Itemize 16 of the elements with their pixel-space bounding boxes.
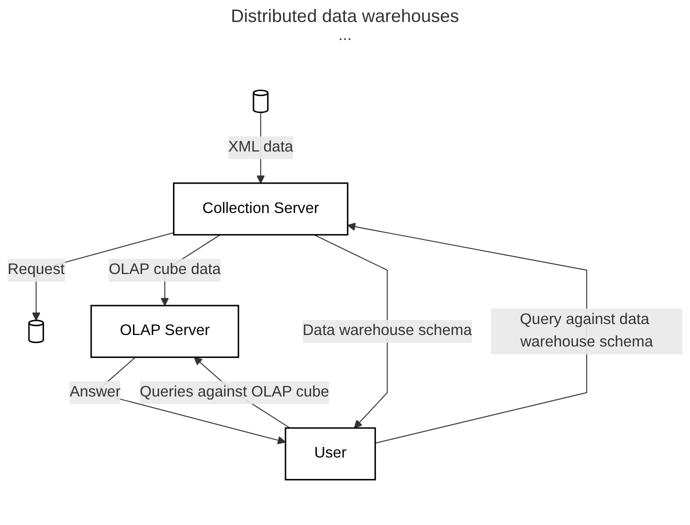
- node-cylinder: [252, 90, 269, 114]
- edge-label: XML data: [228, 139, 294, 156]
- edge-label: OLAP cube data: [108, 262, 221, 278]
- edge-label: Queries against OLAP cube: [140, 384, 330, 400]
- ellipsis-label: ...: [338, 27, 352, 44]
- edge-label: Request: [8, 262, 65, 278]
- edge-label: Data warehouse schema: [302, 322, 472, 340]
- arrow: [347, 222, 588, 444]
- node-box: Collection Server: [172, 182, 348, 236]
- node-cylinder: [28, 320, 44, 344]
- edge-label: Answer: [70, 384, 121, 400]
- edge-label: Query against data warehouse schema: [520, 311, 654, 351]
- arrow: [314, 234, 388, 428]
- node-box: User: [284, 427, 376, 480]
- diagram-title: Distributed data warehouses: [230, 6, 460, 27]
- node-box: OLAP Server: [90, 304, 240, 358]
